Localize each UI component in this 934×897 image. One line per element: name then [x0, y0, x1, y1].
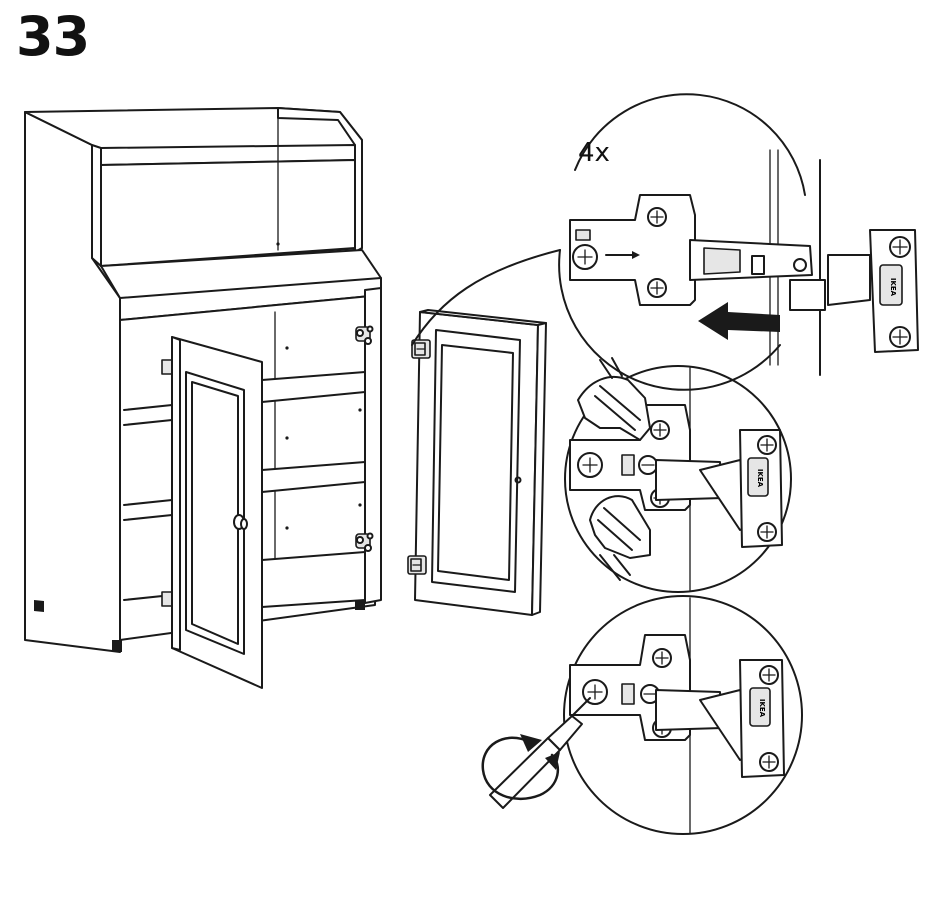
screwdriver-icon	[489, 697, 591, 809]
hinge-brand: IKEA	[889, 278, 897, 297]
detail-circle-2: IKEA	[564, 357, 792, 593]
rotation-arrow-icon	[481, 734, 560, 800]
right-door-icon	[407, 309, 547, 616]
arrow-icon	[698, 302, 780, 340]
quantity-label: 4x	[578, 138, 610, 168]
step-number: 33	[16, 5, 90, 68]
detail-circle-1: IKEA	[411, 93, 919, 391]
detail-circle-3: IKEA	[481, 595, 803, 835]
left-door-icon	[171, 336, 263, 689]
hinge-brand: IKEA	[758, 699, 766, 718]
hinge-brand: IKEA	[756, 469, 764, 488]
hinge-plate-icon	[355, 325, 374, 552]
hand-icon	[577, 357, 651, 581]
